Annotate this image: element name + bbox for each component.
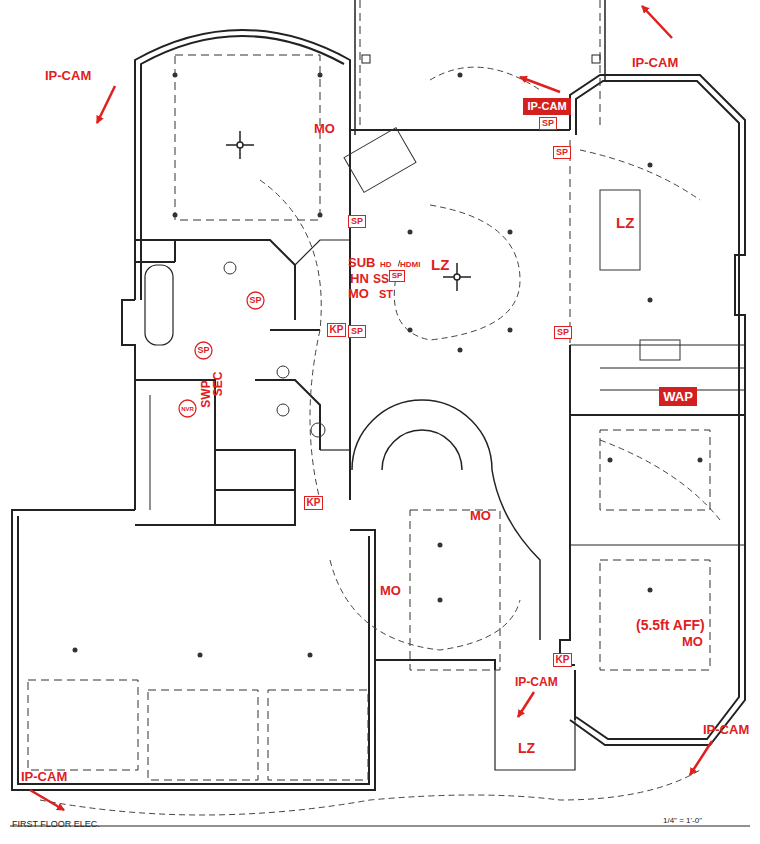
- device-label: (5.5ft AFF): [636, 617, 705, 633]
- label-holder: MO: [470, 506, 491, 524]
- label-holder: LZ: [616, 214, 634, 232]
- device-code: WAP: [663, 390, 693, 403]
- label-holder: MO: [380, 581, 401, 599]
- label-holder: SS: [373, 269, 389, 287]
- device-label: ST: [379, 288, 393, 300]
- circle-tag: SP: [194, 341, 213, 360]
- label-holder: HD: [380, 253, 392, 271]
- device-label: MO: [348, 286, 369, 301]
- device-label: MO: [380, 583, 401, 598]
- device-code: SP: [351, 217, 363, 226]
- device-label: IP-CAM: [632, 55, 678, 70]
- device-label: IP-CAM: [45, 68, 91, 83]
- label-holder: IP-CAM: [703, 720, 749, 738]
- device-box: SP: [389, 270, 405, 282]
- device-code: SP: [557, 328, 569, 337]
- device-label: IP-CAM: [703, 722, 749, 737]
- device-code: KP: [556, 655, 570, 665]
- circle-tag: SP: [246, 291, 265, 310]
- caption-holder: FIRST FLOOR ELEC.: [12, 813, 100, 831]
- device-label: SUB: [348, 255, 375, 270]
- label-holder: 1/4" = 1'-0": [663, 809, 702, 827]
- circle-tag: NVR: [178, 399, 197, 418]
- label-holder: LZ: [518, 739, 535, 757]
- label-holder: MO: [348, 284, 369, 302]
- device-box: SP: [553, 146, 571, 159]
- label-holder: LZ: [431, 256, 449, 274]
- device-label: HN: [350, 271, 369, 286]
- label-holder: IP-CAM: [632, 53, 678, 71]
- scale-note: 1/4" = 1'-0": [663, 816, 702, 825]
- device-label: MO: [470, 508, 491, 523]
- device-code: KP: [307, 498, 321, 508]
- label-holder: MO: [314, 119, 335, 137]
- label-holder: ST: [379, 284, 393, 302]
- device-code: SP: [542, 119, 554, 128]
- device-box: KP: [327, 323, 346, 337]
- device-label: LZ: [616, 214, 634, 231]
- label-holder: (5.5ft AFF): [636, 616, 705, 634]
- label-holder: SUB: [348, 253, 375, 271]
- label-holder: MO: [682, 632, 703, 650]
- device-label: IP-CAM: [21, 769, 67, 784]
- filled-tag: WAP: [659, 387, 697, 406]
- label-holder: HN: [350, 269, 369, 287]
- device-label: LZ: [518, 740, 535, 756]
- device-label: MO: [314, 121, 335, 136]
- device-code: SP: [556, 148, 568, 157]
- label-holder: SWP: [196, 380, 214, 407]
- label-holder: IP-CAM: [515, 672, 558, 690]
- device-code: SP: [392, 272, 403, 280]
- device-label: SS: [373, 272, 389, 286]
- device-code: NVR: [181, 406, 194, 412]
- device-box: SP: [348, 215, 366, 228]
- device-box: SP: [539, 117, 557, 130]
- label-holder: IP-CAM: [21, 767, 67, 785]
- device-label: SWP: [199, 380, 213, 407]
- device-code: KP: [330, 325, 344, 335]
- device-box: KP: [304, 496, 323, 510]
- device-code: SP: [249, 296, 261, 305]
- device-code: IP-CAM: [527, 101, 566, 112]
- filled-tag: IP-CAM: [523, 98, 571, 115]
- label-holder: IP-CAM: [45, 66, 91, 84]
- device-box: SP: [554, 326, 572, 339]
- device-label: IP-CAM: [515, 675, 558, 689]
- label-holder: HDMI: [400, 253, 420, 271]
- device-label: LZ: [431, 256, 449, 273]
- device-code: SP: [351, 327, 363, 336]
- device-box: SP: [348, 325, 366, 338]
- device-box: KP: [553, 653, 572, 667]
- device-label: HDMI: [400, 260, 420, 269]
- drawing-caption: FIRST FLOOR ELEC.: [12, 819, 100, 829]
- device-code: SP: [197, 346, 209, 355]
- device-label: HD: [380, 260, 392, 269]
- device-label: MO: [682, 634, 703, 649]
- device-label: SEC: [211, 372, 225, 397]
